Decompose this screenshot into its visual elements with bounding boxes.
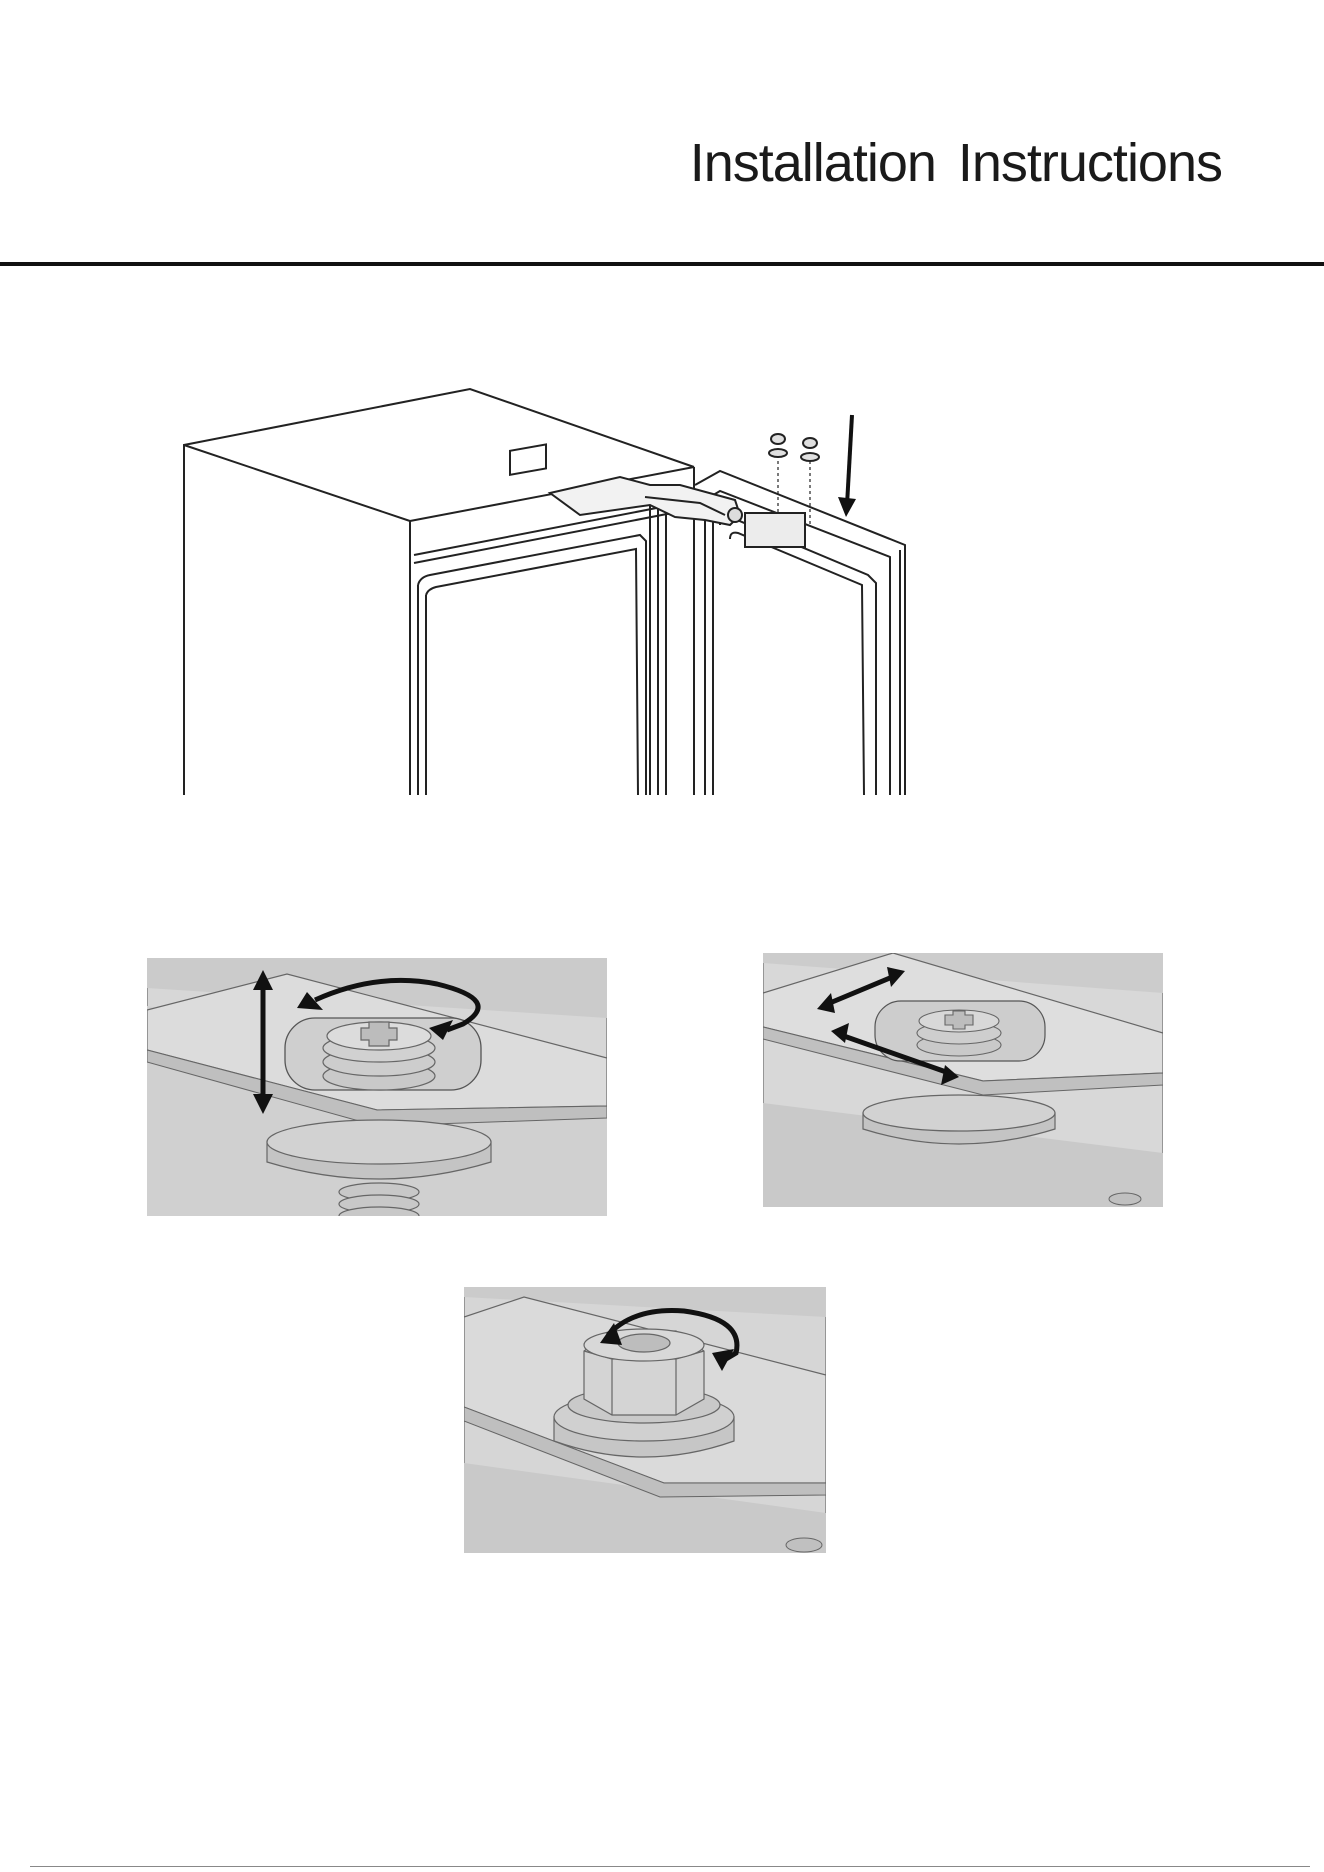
- cabinet-door-hinge-illustration: [180, 385, 920, 795]
- header-divider: [0, 262, 1324, 266]
- hinge-lock-nut-tightening-illustration: [464, 1287, 826, 1553]
- footer-divider: [30, 1866, 1310, 1867]
- hinge-screw-height-adjustment-illustration: [147, 958, 607, 1216]
- hinge-screw-lateral-adjustment-illustration: [763, 953, 1163, 1207]
- page-title: Installation Instructions: [690, 132, 1222, 194]
